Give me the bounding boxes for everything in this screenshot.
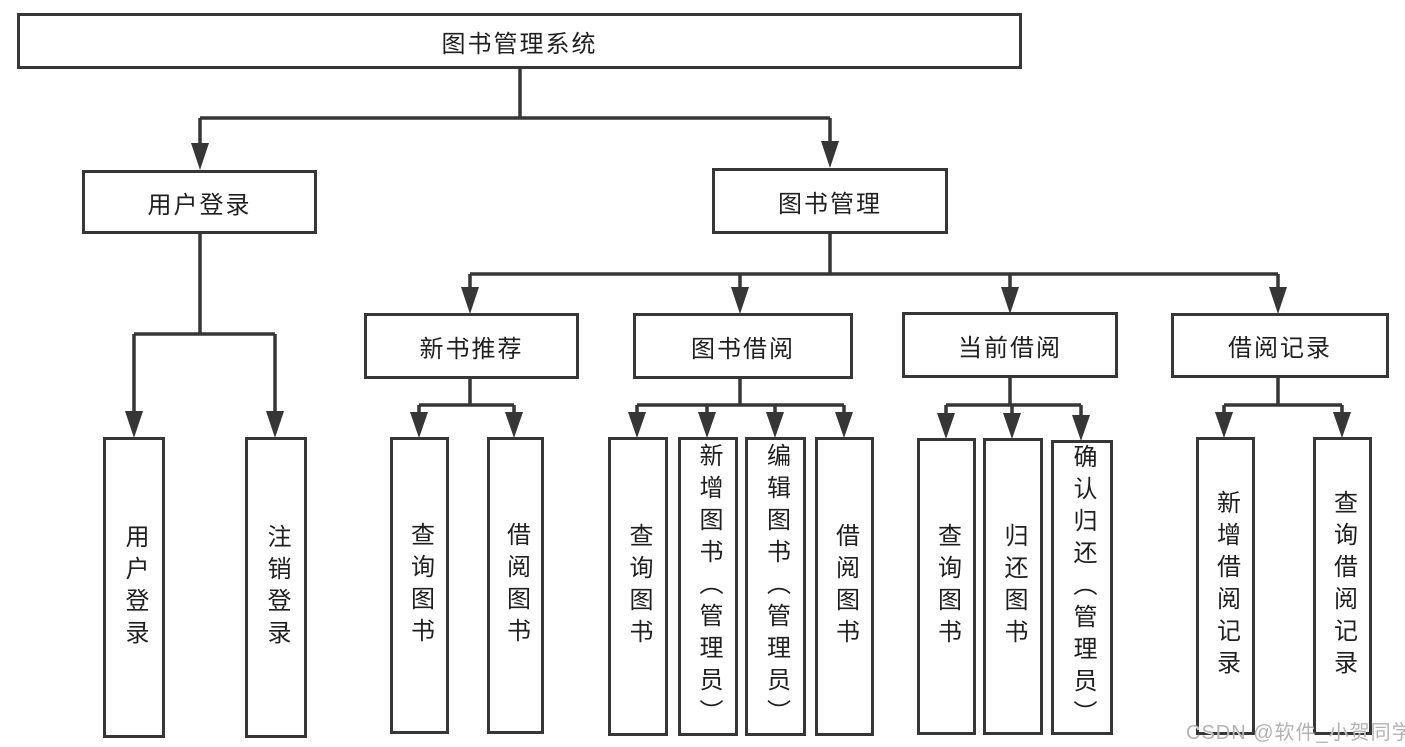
leaf-rec-borrow-book-label: 借阅图书 (502, 521, 530, 650)
leaf-edit-book-admin-label: 编辑图书（管理员） (762, 442, 790, 731)
arrowhead-icons (125, 141, 1351, 441)
leaf-logout-label: 注销登录 (263, 523, 290, 652)
node-borrow-record-label: 借阅记录 (1228, 335, 1332, 362)
leaf-current-query-book-label: 查询图书 (933, 522, 961, 651)
leaf-edit-book-admin: 编辑图书（管理员） (745, 437, 806, 736)
node-user-login-branch-label: 用户登录 (147, 191, 252, 219)
leaf-add-borrow-record: 新增借阅记录 (1196, 437, 1255, 735)
node-root: 图书管理系统 (17, 13, 1022, 69)
node-current-borrow-label: 当前借阅 (958, 334, 1062, 362)
node-root-label: 图书管理系统 (441, 30, 598, 58)
leaf-borrow-book: 借阅图书 (815, 437, 874, 736)
leaf-borrow-query-book-label: 查询图书 (625, 522, 652, 651)
node-current-borrow: 当前借阅 (902, 312, 1118, 378)
csdn-watermark: CSDN @软件_小贺同学 (1186, 722, 1405, 744)
node-user-login-branch: 用户登录 (82, 170, 317, 234)
node-new-book-recommend: 新书推荐 (364, 313, 579, 379)
leaf-rec-query-book-label: 查询图书 (406, 521, 434, 650)
leaf-rec-borrow-book: 借阅图书 (487, 437, 544, 734)
leaf-logout: 注销登录 (245, 437, 307, 738)
node-borrow-record: 借阅记录 (1171, 313, 1389, 378)
node-book-borrow: 图书借阅 (633, 313, 853, 379)
leaf-current-query-book: 查询图书 (917, 438, 976, 735)
leaf-user-login: 用户登录 (103, 437, 165, 738)
leaf-confirm-return-admin-label: 确认归还（管理员） (1069, 443, 1096, 732)
leaf-add-book-admin: 新增图书（管理员） (678, 437, 738, 736)
node-book-management-branch-label: 图书管理 (778, 190, 882, 218)
leaf-confirm-return-admin: 确认归还（管理员） (1051, 440, 1113, 735)
leaf-return-book: 归还图书 (983, 438, 1043, 735)
leaf-rec-query-book: 查询图书 (390, 437, 449, 734)
leaf-add-book-admin-label: 新增图书（管理员） (695, 442, 722, 731)
leaf-add-borrow-record-label: 新增借阅记录 (1212, 490, 1240, 682)
node-new-book-recommend-label: 新书推荐 (419, 335, 524, 363)
node-book-borrow-label: 图书借阅 (691, 335, 795, 363)
leaf-borrow-query-book: 查询图书 (608, 437, 668, 736)
leaf-user-login-label: 用户登录 (121, 523, 148, 652)
leaf-return-book-label: 归还图书 (1000, 522, 1027, 651)
leaf-query-borrow-record-label: 查询借阅记录 (1329, 490, 1357, 682)
leaf-query-borrow-record: 查询借阅记录 (1313, 437, 1372, 735)
leaf-borrow-book-label: 借阅图书 (831, 522, 859, 651)
node-book-management-branch: 图书管理 (712, 168, 948, 234)
